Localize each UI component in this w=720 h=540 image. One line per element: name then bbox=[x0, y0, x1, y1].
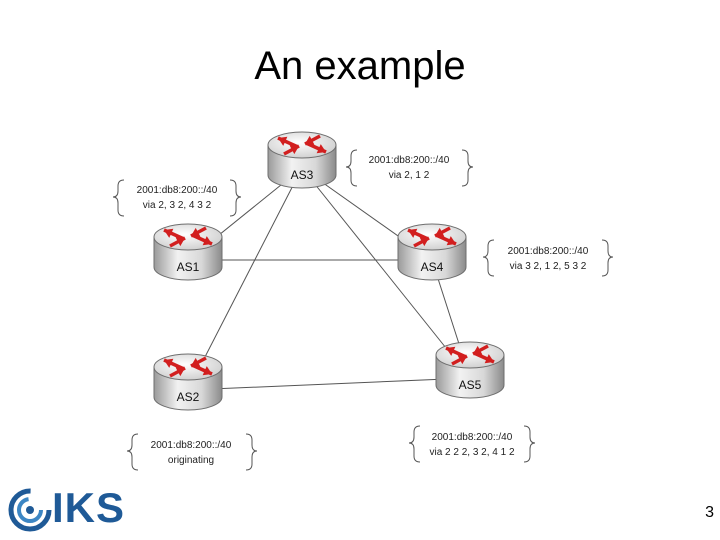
brace-left bbox=[482, 239, 495, 277]
router-arrows-icon bbox=[407, 226, 457, 248]
routing-table-as2: 2001:db8:200::/40 originating bbox=[126, 433, 258, 471]
link-as3-as5 bbox=[301, 167, 471, 379]
routing-prefix: 2001:db8:200::/40 bbox=[432, 432, 513, 443]
routing-table-as4: 2001:db8:200::/40 via 3 2, 1 2, 5 3 2 bbox=[482, 239, 614, 277]
link-as3-as2 bbox=[187, 167, 303, 391]
brace-left bbox=[408, 425, 421, 463]
router-arrows-icon bbox=[277, 134, 327, 156]
router-label: AS1 bbox=[177, 260, 200, 274]
link-as2-as5 bbox=[187, 377, 471, 391]
routing-prefix: 2001:db8:200::/40 bbox=[369, 155, 450, 166]
brace-right bbox=[601, 239, 614, 277]
routing-prefix: 2001:db8:200::/40 bbox=[508, 246, 589, 257]
brace-right bbox=[461, 149, 474, 187]
routing-prefix: 2001:db8:200::/40 bbox=[137, 185, 218, 196]
logo-text: IKS bbox=[52, 484, 126, 531]
router-arrows-icon bbox=[163, 356, 213, 378]
router-arrows-icon bbox=[445, 344, 495, 366]
iks-logo: IKS bbox=[8, 484, 128, 532]
router-arrows-icon bbox=[163, 226, 213, 248]
routing-table-as3: 2001:db8:200::/40 via 2, 1 2 bbox=[345, 149, 474, 187]
router-as1: AS1 bbox=[153, 223, 223, 281]
router-label: AS3 bbox=[291, 168, 314, 182]
router-as3: AS3 bbox=[267, 131, 337, 189]
router-as4: AS4 bbox=[397, 223, 467, 281]
routing-table-as5: 2001:db8:200::/40 via 2 2 2, 3 2, 4 1 2 bbox=[408, 425, 536, 463]
routing-route: via 2, 1 2 bbox=[389, 170, 430, 181]
page-number: 3 bbox=[705, 504, 714, 521]
routing-route: originating bbox=[168, 455, 214, 466]
router-label: AS2 bbox=[177, 390, 200, 404]
logo-swirl-icon bbox=[8, 488, 52, 532]
slide-title: An example bbox=[254, 44, 466, 88]
routing-route: via 2, 3 2, 4 3 2 bbox=[143, 200, 212, 211]
routing-route: via 3 2, 1 2, 5 3 2 bbox=[510, 261, 587, 272]
router-as5: AS5 bbox=[435, 341, 505, 399]
routing-route: via 2 2 2, 3 2, 4 1 2 bbox=[429, 447, 514, 458]
router-label: AS4 bbox=[421, 260, 444, 274]
brace-right bbox=[523, 425, 536, 463]
brace-left bbox=[126, 433, 139, 471]
routing-prefix: 2001:db8:200::/40 bbox=[151, 440, 232, 451]
brace-left bbox=[112, 179, 125, 217]
brace-right bbox=[245, 433, 258, 471]
brace-left bbox=[345, 149, 358, 187]
brace-right bbox=[229, 179, 242, 217]
routing-table-as1: 2001:db8:200::/40 via 2, 3 2, 4 3 2 bbox=[112, 179, 242, 217]
router-label: AS5 bbox=[459, 378, 482, 392]
router-as2: AS2 bbox=[153, 353, 223, 411]
